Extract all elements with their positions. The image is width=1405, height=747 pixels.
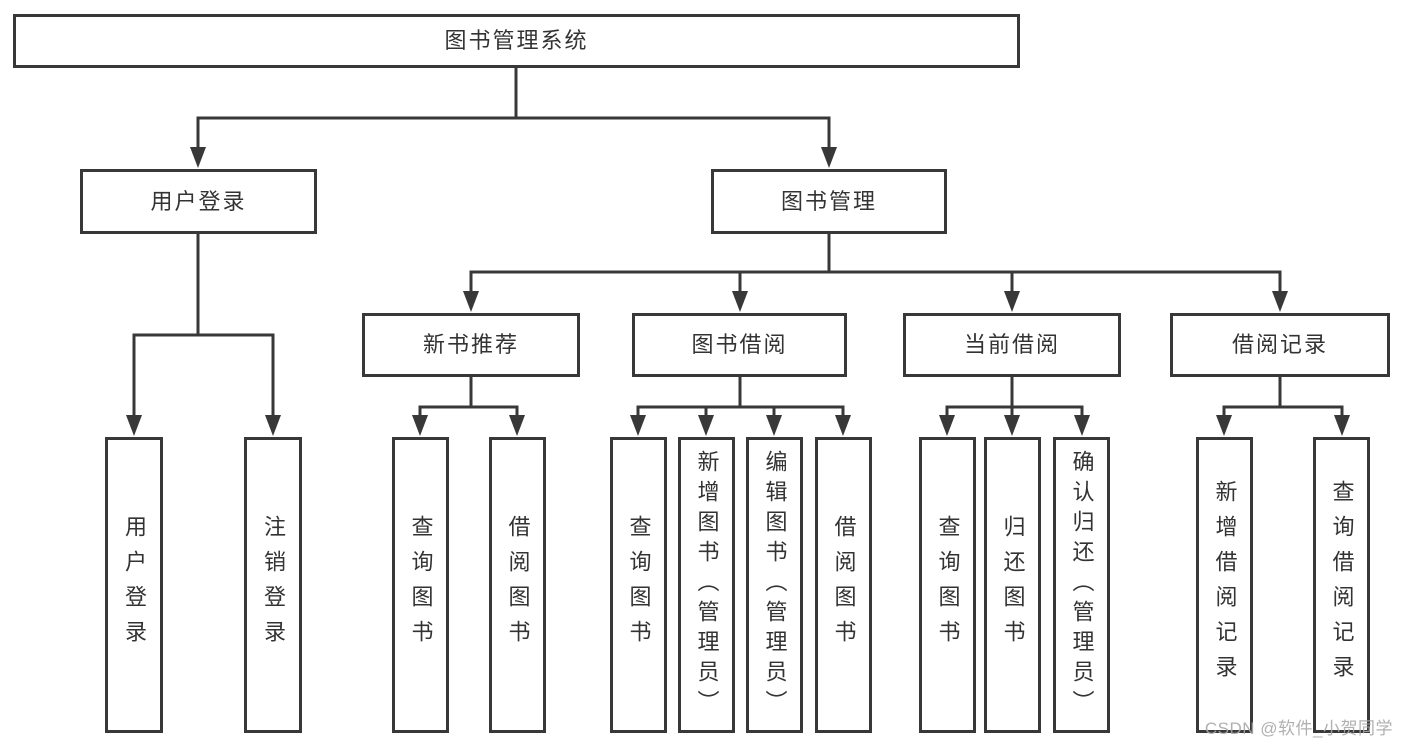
node-current-borrowing: 当前借阅 (903, 313, 1121, 377)
csdn-watermark: CSDN @软件_小贺同学 (1204, 719, 1393, 738)
arrowheads (126, 147, 1350, 436)
node-borrowing-records: 借阅记录 (1170, 313, 1390, 377)
node-book-management: 图书管理 (711, 169, 947, 234)
leaf-user-login: 用户登录 (105, 437, 163, 733)
leaf-logout: 注销登录 (244, 437, 302, 733)
leaf-query-borrow-record: 查询借阅记录 (1313, 437, 1370, 733)
node-new-book-recommend: 新书推荐 (362, 313, 580, 377)
leaf-borrow-book-borrowing: 借阅图书 (815, 437, 872, 733)
node-user-login: 用户登录 (80, 169, 317, 234)
leaf-query-book-current: 查询图书 (919, 437, 976, 733)
leaf-borrow-book-recommend: 借阅图书 (489, 437, 546, 733)
leaf-query-book-borrowing: 查询图书 (610, 437, 667, 733)
leaf-query-book-recommend: 查询图书 (392, 437, 449, 733)
leaf-return-book: 归还图书 (984, 437, 1041, 733)
leaf-confirm-return-admin: 确认归还（管理员） (1053, 437, 1110, 733)
tree-edges (132, 66, 1344, 420)
leaf-add-borrow-record: 新增借阅记录 (1196, 437, 1253, 733)
leaf-add-book-admin: 新增图书（管理员） (678, 437, 735, 733)
node-root-system: 图书管理系统 (13, 14, 1020, 68)
node-book-borrowing: 图书借阅 (632, 313, 847, 377)
leaf-edit-book-admin: 编辑图书（管理员） (746, 437, 803, 733)
